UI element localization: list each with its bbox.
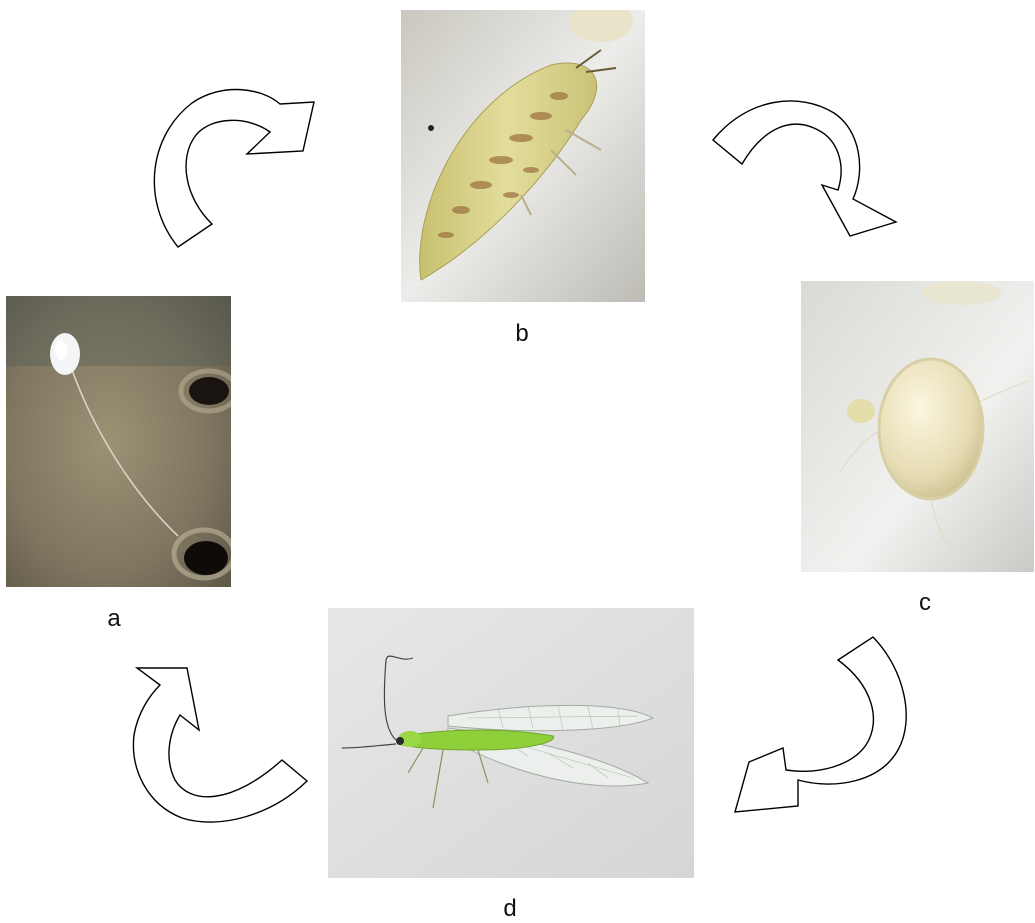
- curved-arrow-icon: [713, 101, 896, 236]
- curved-arrow-icon: [735, 637, 906, 812]
- curved-arrow-icon: [154, 90, 314, 247]
- curved-arrow-icon: [133, 668, 307, 822]
